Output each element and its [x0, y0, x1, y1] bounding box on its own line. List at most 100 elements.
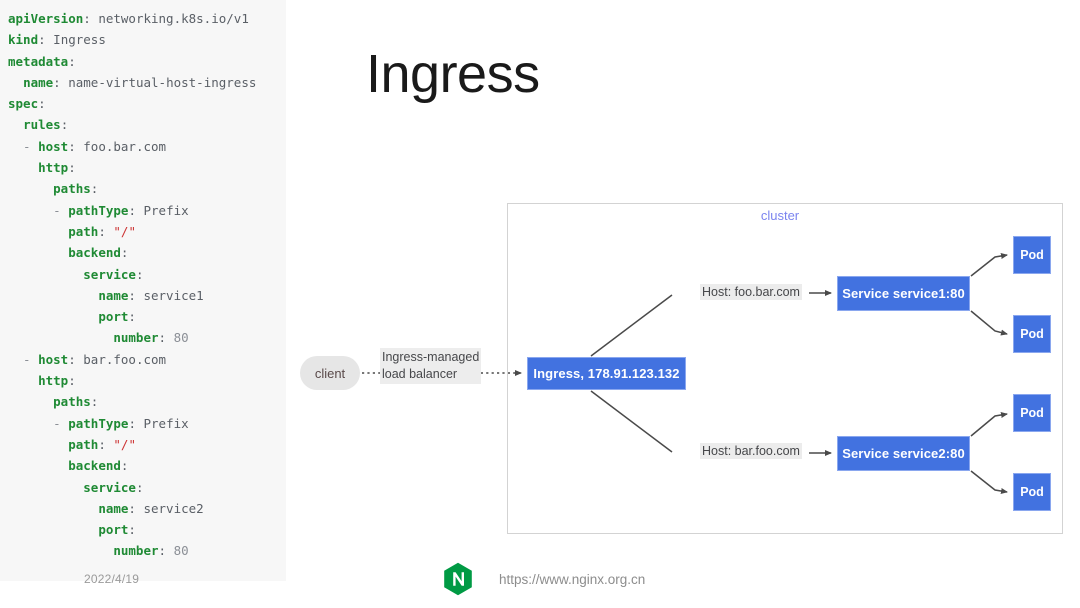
code-token: [8, 181, 53, 196]
code-token: :: [68, 138, 84, 154]
code-token: :: [158, 543, 174, 559]
code-token: path: [68, 223, 99, 239]
code-token: [8, 224, 68, 239]
ingress-node-label: Ingress, 178.91.123.132: [533, 366, 680, 381]
code-token: :: [68, 53, 76, 69]
code-token: networking.k8s.io/v1: [98, 11, 249, 26]
load-balancer-label-line1: Ingress-managed: [382, 350, 480, 364]
edge-service1-to-pod1: [970, 253, 1008, 277]
code-line: spec:: [8, 93, 256, 114]
code-token: :: [38, 32, 54, 48]
edge-ingress-to-host1: [590, 294, 673, 357]
code-token: :: [98, 223, 114, 239]
code-token: :: [38, 96, 46, 112]
code-token: [8, 245, 68, 260]
code-token: :: [135, 479, 144, 495]
pod-node[interactable]: Pod: [1013, 473, 1051, 511]
footer-url[interactable]: https://www.nginx.org.cn: [499, 571, 646, 587]
code-token: [8, 437, 68, 452]
code-token: host: [38, 138, 69, 154]
code-line: backend:: [8, 242, 256, 263]
code-token: [8, 117, 23, 132]
code-token: name: [23, 74, 54, 90]
code-token: [8, 501, 98, 516]
ingress-architecture-diagram: cluster client Ingress-managed load bala…: [290, 190, 1080, 550]
cluster-boundary: [507, 203, 1063, 534]
code-token: paths: [53, 394, 91, 410]
code-token: [8, 480, 83, 495]
code-token: :: [128, 522, 136, 538]
code-token: :: [128, 202, 144, 218]
code-token: :: [120, 245, 129, 261]
code-token: http: [38, 373, 69, 389]
code-token: 80: [173, 543, 189, 559]
code-token: port: [98, 522, 129, 538]
code-token: :: [128, 500, 144, 516]
code-token: :: [90, 181, 99, 197]
code-token: :: [68, 160, 76, 176]
code-token: :: [158, 330, 174, 346]
code-token: :: [68, 373, 76, 389]
client-node[interactable]: client: [300, 356, 360, 390]
code-token: [8, 373, 38, 388]
code-line: paths:: [8, 178, 256, 199]
code-token: :: [60, 117, 69, 133]
code-token: Prefix: [143, 202, 189, 218]
code-token: backend: [68, 245, 121, 261]
slide-date: 2022/4/19: [84, 572, 140, 586]
code-token: pathType: [68, 202, 129, 218]
code-token: [8, 522, 98, 537]
page-title: Ingress: [366, 44, 540, 104]
code-token: :: [128, 415, 144, 431]
code-token: -: [8, 138, 39, 154]
code-line: service:: [8, 477, 256, 498]
pod-node[interactable]: Pod: [1013, 315, 1051, 353]
host2-edge-label: Host: bar.foo.com: [700, 443, 802, 459]
code-token: [8, 309, 98, 324]
code-token: foo.bar.com: [83, 138, 167, 154]
code-line: name: service2: [8, 498, 256, 519]
code-token: [8, 330, 113, 345]
code-token: service2: [143, 500, 204, 516]
load-balancer-label-line2: load balancer: [382, 367, 458, 381]
code-line: port:: [8, 519, 256, 540]
code-token: metadata: [8, 53, 69, 69]
diagram-connectors: [362, 253, 1008, 494]
code-token: "/": [113, 436, 136, 452]
pod-node-label: Pod: [1020, 327, 1044, 341]
client-node-label: client: [314, 365, 346, 381]
pod-node[interactable]: Pod: [1013, 236, 1051, 274]
code-token: number: [113, 543, 159, 559]
code-token: service1: [143, 287, 204, 303]
code-line: backend:: [8, 455, 256, 476]
code-token: [8, 267, 83, 282]
code-line: apiVersion: networking.k8s.io/v1: [8, 8, 256, 29]
code-token: path: [68, 436, 99, 452]
service1-node[interactable]: Service service1:80: [837, 276, 970, 311]
code-token: :: [98, 436, 114, 452]
code-line: name: name-virtual-host-ingress: [8, 72, 256, 93]
ingress-node[interactable]: Ingress, 178.91.123.132: [527, 357, 686, 390]
service2-node[interactable]: Service service2:80: [837, 436, 970, 471]
code-line: - host: foo.bar.com: [8, 136, 256, 157]
code-line: port:: [8, 306, 256, 327]
pod-node[interactable]: Pod: [1013, 394, 1051, 432]
code-token: port: [98, 309, 129, 325]
code-line: number: 80: [8, 327, 256, 348]
code-line: service:: [8, 264, 256, 285]
code-token: :: [83, 11, 99, 26]
host1-edge-label: Host: foo.bar.com: [700, 284, 802, 300]
code-token: :: [135, 266, 144, 282]
code-token: kind: [8, 32, 39, 48]
pod-node-label: Pod: [1020, 485, 1044, 499]
code-line: name: service1: [8, 285, 256, 306]
code-line: paths:: [8, 391, 256, 412]
service1-node-label: Service service1:80: [842, 286, 965, 301]
pod-node-label: Pod: [1020, 406, 1044, 420]
code-token: :: [128, 287, 144, 303]
edge-service2-to-pod3: [970, 412, 1008, 437]
code-token: pathType: [68, 415, 129, 431]
load-balancer-edge-label: Ingress-managed load balancer: [380, 348, 482, 384]
